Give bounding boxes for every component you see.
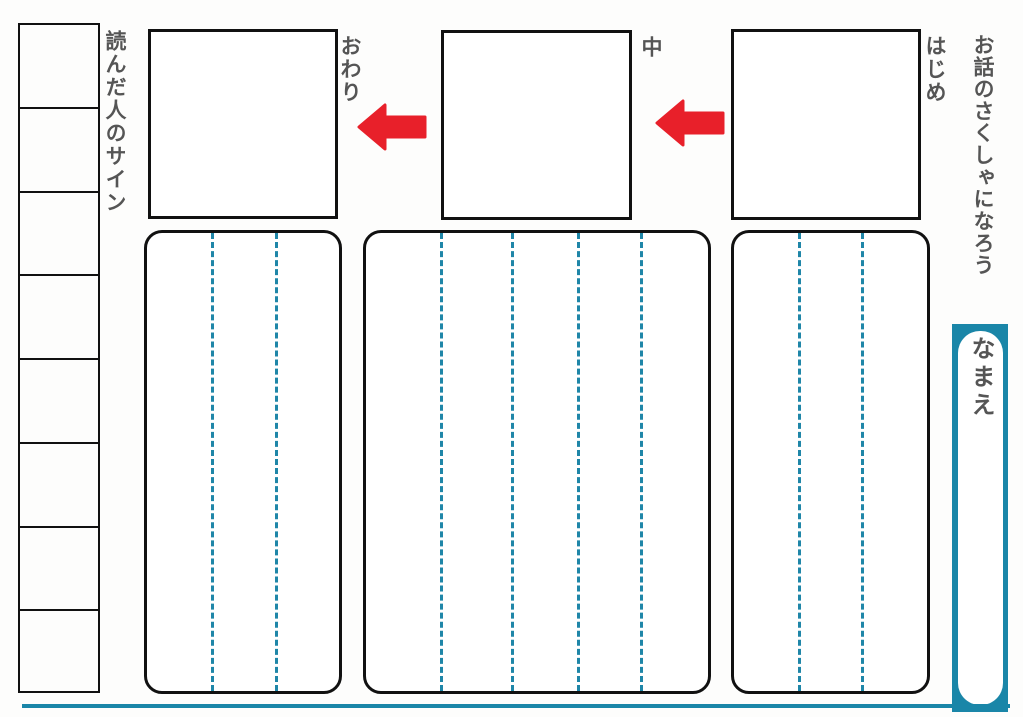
writing-box-beginning[interactable]: [731, 230, 930, 694]
picture-box-end[interactable]: [148, 29, 338, 219]
signature-cell[interactable]: [20, 25, 98, 109]
left-arrow-icon: [357, 103, 427, 151]
signature-cell[interactable]: [20, 528, 98, 612]
page-title: お話のさくしゃになろう: [971, 34, 995, 276]
signature-cell[interactable]: [20, 276, 98, 360]
left-arrow-icon: [655, 99, 725, 147]
writing-box-middle[interactable]: [363, 230, 711, 694]
picture-box-middle[interactable]: [441, 30, 632, 220]
name-field[interactable]: [958, 331, 1003, 705]
writing-box-end[interactable]: [144, 230, 342, 694]
picture-box-beginning[interactable]: [731, 29, 921, 220]
signature-label: 読んだ人のサイン: [103, 30, 127, 214]
signature-cell[interactable]: [20, 611, 98, 695]
signature-cell[interactable]: [20, 360, 98, 444]
section-label-beginning: はじめ: [923, 35, 947, 104]
signature-cell[interactable]: [20, 109, 98, 193]
signature-grid[interactable]: [18, 23, 100, 693]
name-label: なまえ: [967, 336, 995, 420]
bottom-divider: [22, 704, 1010, 708]
signature-cell[interactable]: [20, 444, 98, 528]
section-label-middle: 中: [639, 36, 663, 59]
section-label-end: おわり: [338, 35, 362, 104]
signature-cell[interactable]: [20, 193, 98, 277]
